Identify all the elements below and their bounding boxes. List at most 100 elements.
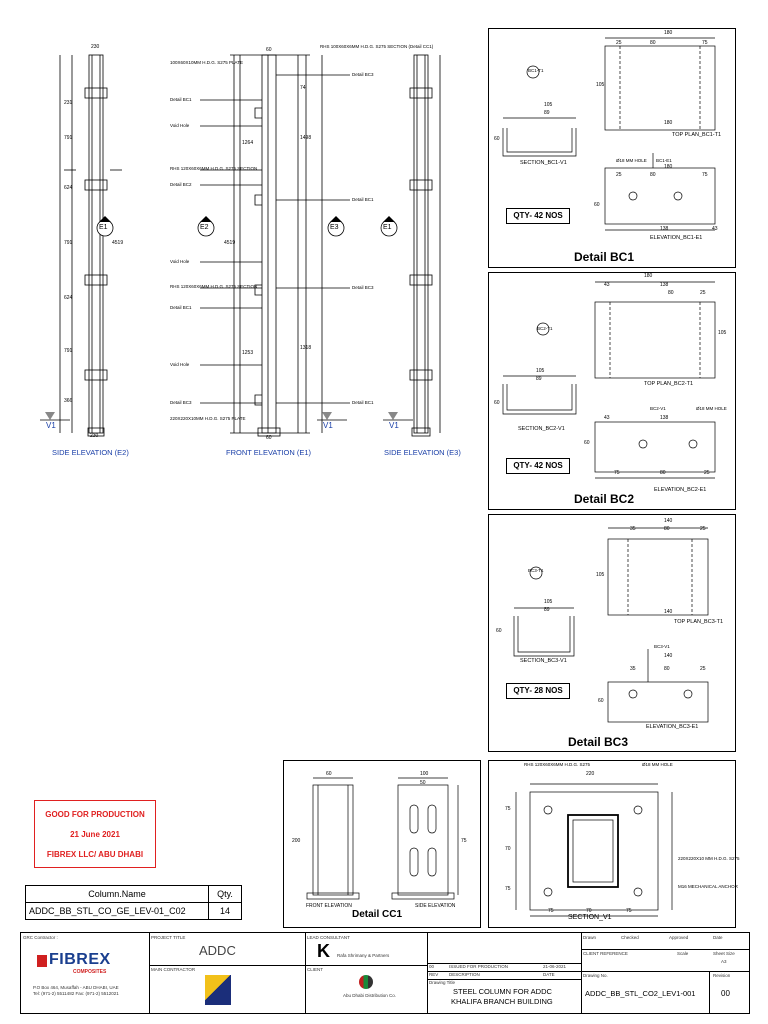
note-10: Detail BC3 [170,400,192,405]
e3-callout[interactable]: E1 [383,224,392,231]
sheet-size-label: Sheet Size [713,951,735,956]
tb-consultant-cell: LEAD CONSULTANT K Rafa Shrimany & Partne… [305,933,428,1013]
bc2-plan-dim-a: 43 [604,282,610,288]
cc1-dim-c: 50 [420,780,426,786]
bc1-plan-dim-b: 80 [650,40,656,46]
bc1-elev-dim-a: 25 [616,172,622,178]
e1-callout-right[interactable]: E3 [330,224,339,231]
e2-dim-4: 791 [64,240,73,246]
note-0: RHS 100X60X6MM H.D.G. S275 SECTION (Deta… [320,44,434,49]
bc1-marker2: BC1-E1 [656,158,672,163]
e2-dim-7: 366 [64,398,73,404]
drawing-title-2: KHALIFA BRANCH BUILDING [451,997,553,1006]
marker-2: Detail BC3 [352,285,374,290]
detail-bc2-panel [488,272,736,510]
hdr-approved: Approved [669,935,689,940]
bc1-sec-dim-b: 89 [544,110,550,116]
client-label: CLIENT [307,967,324,972]
bc2-plan-dim-c: 80 [668,290,674,296]
bc2-sec-dim-c: 60 [494,400,500,406]
table-header-row: Column.Name Qty. [25,885,242,903]
note-9: Void Hole [170,362,190,367]
rev-number: 00 [429,964,435,969]
bc1-section-label: SECTION_BC1-V1 [520,160,567,166]
cc1-dim-d: 200 [292,838,301,844]
bc1-elev-dim-total: 180 [664,164,673,170]
bc3-sec-dim-b: 89 [544,607,550,613]
col-qty-header: Qty. [208,885,242,903]
bc2-elev-dim-b: 138 [660,415,669,421]
client-name: Abu Dhabi Distribution Co. [343,993,397,998]
e1-dim-5: 1253 [242,350,254,356]
v1-dim-total: 220 [586,771,595,777]
bc3-plan-dim-bottom: 140 [664,609,673,615]
column-schedule-table: Column.Name Qty. ADDC_BB_STL_CO_GE_LEV-0… [25,885,242,920]
hdr-drawn: Drawn [583,935,597,940]
bc1-sec-dim-a: 105 [544,102,553,108]
fibrex-logo-sub: COMPOSITES [73,969,107,975]
bc1-title: Detail BC1 [574,250,635,264]
rev-header-desc: DESCRIPTION [449,972,480,977]
fibrex-logo-mark [37,955,47,967]
tb-drawing-cell: Drawn Checked Approved Date CLIENT REFER… [581,933,749,1013]
rev-date: 21-06-2021 [543,964,567,969]
e2-callout[interactable]: E1 [99,224,108,231]
cell-column-name: ADDC_BB_STL_CO_GE_LEV-01_C02 [25,902,209,920]
e1-callout-left[interactable]: E2 [200,224,209,231]
bc1-marker: BC1-T1 [528,68,544,73]
bc3-qty: QTY- 28 NOS [513,686,563,695]
cc1-side-label: SIDE ELEVATION [415,903,456,909]
bc2-section-label: SECTION_BC2-V1 [518,426,565,432]
bc1-plan-dim-c: 75 [702,40,708,46]
rev-header-rev: REV [429,972,439,977]
bc2-marker2: BC2-V1 [650,406,666,411]
lead-consultant-label: LEAD CONSULTANT [307,935,350,940]
e1-side-dim: 4519 [224,240,236,246]
v1-marker-right: V1 [389,421,399,430]
bc2-elev-dim-c: 75 [614,470,620,476]
bc3-elev-dim-b: 80 [664,666,670,672]
bc2-plan-label: TOP PLAN_BC2-T1 [644,381,694,387]
drawing-title-1: STEEL COLUMN FOR ADDC [453,987,552,996]
bc1-elev-dim-b: 80 [650,172,656,178]
bc1-plan-dim-a: 25 [616,40,622,46]
cc1-front-label: FRONT ELEVATION [306,903,352,909]
fibrex-address-1: P.O Box 464, Musaffah - ABU DHABI, UAE [33,985,119,990]
bc1-elev-dim-f: 60 [594,202,600,208]
bc2-plan-dim-total: 180 [644,273,653,279]
client-reference-label: CLIENT REFERENCE [583,951,628,956]
bc3-section-label: SECTION_BC3-V1 [520,658,567,664]
cc1-dim-b: 100 [420,771,429,777]
front-elevation-e1-caption: FRONT ELEVATION (E1) [226,448,312,457]
e1-dim-6: 60 [266,435,272,441]
gr-contractor-label: GRC Contractor : [23,935,58,940]
bc2-elev-label: ELEVATION_BC2-E1 [654,487,707,493]
e2-dim-top: 230 [91,44,100,50]
bc1-qty-box: QTY- 42 NOS [506,208,570,224]
bc3-elev-dim-total: 140 [664,653,673,659]
bc1-elev-dim-d: 138 [660,226,669,232]
stamp-line-1: GOOD FOR PRODUCTION [45,810,145,819]
hdr-date: Date [713,935,723,940]
cc1-title: Detail CC1 [352,909,403,920]
bc3-marker2: BC3-V1 [654,644,670,649]
sheet-size: A3 [721,959,727,964]
e1-dim-2: 1498 [300,135,312,141]
v1-dim-d: 75 [548,908,554,914]
v1-marker-left: V1 [46,421,56,430]
cc1-dim-a: 60 [326,771,332,777]
detail-cc1-drawing [306,777,459,900]
detail-bc1-drawing [502,37,716,231]
bc3-plan-dim-b: 80 [664,526,670,532]
bc2-title: Detail BC2 [574,492,635,506]
table-row: ADDC_BB_STL_CO_GE_LEV-01_C02 14 [25,902,242,920]
e1-dim-0: 60 [266,47,272,53]
detail-bc3-drawing [513,527,709,723]
section-v1-drawing [515,783,673,917]
fibrex-address-2: Tel: (971-2) 5511482 Fax: (971-2) 551202… [33,991,119,996]
bc2-elev-dim-e: 25 [704,470,710,476]
drawing-title-label: Drawing Title [429,980,456,985]
elevations-drawing [40,54,441,437]
hdr-checked: Checked [621,935,639,940]
bc2-plan-dim-d: 25 [700,290,706,296]
